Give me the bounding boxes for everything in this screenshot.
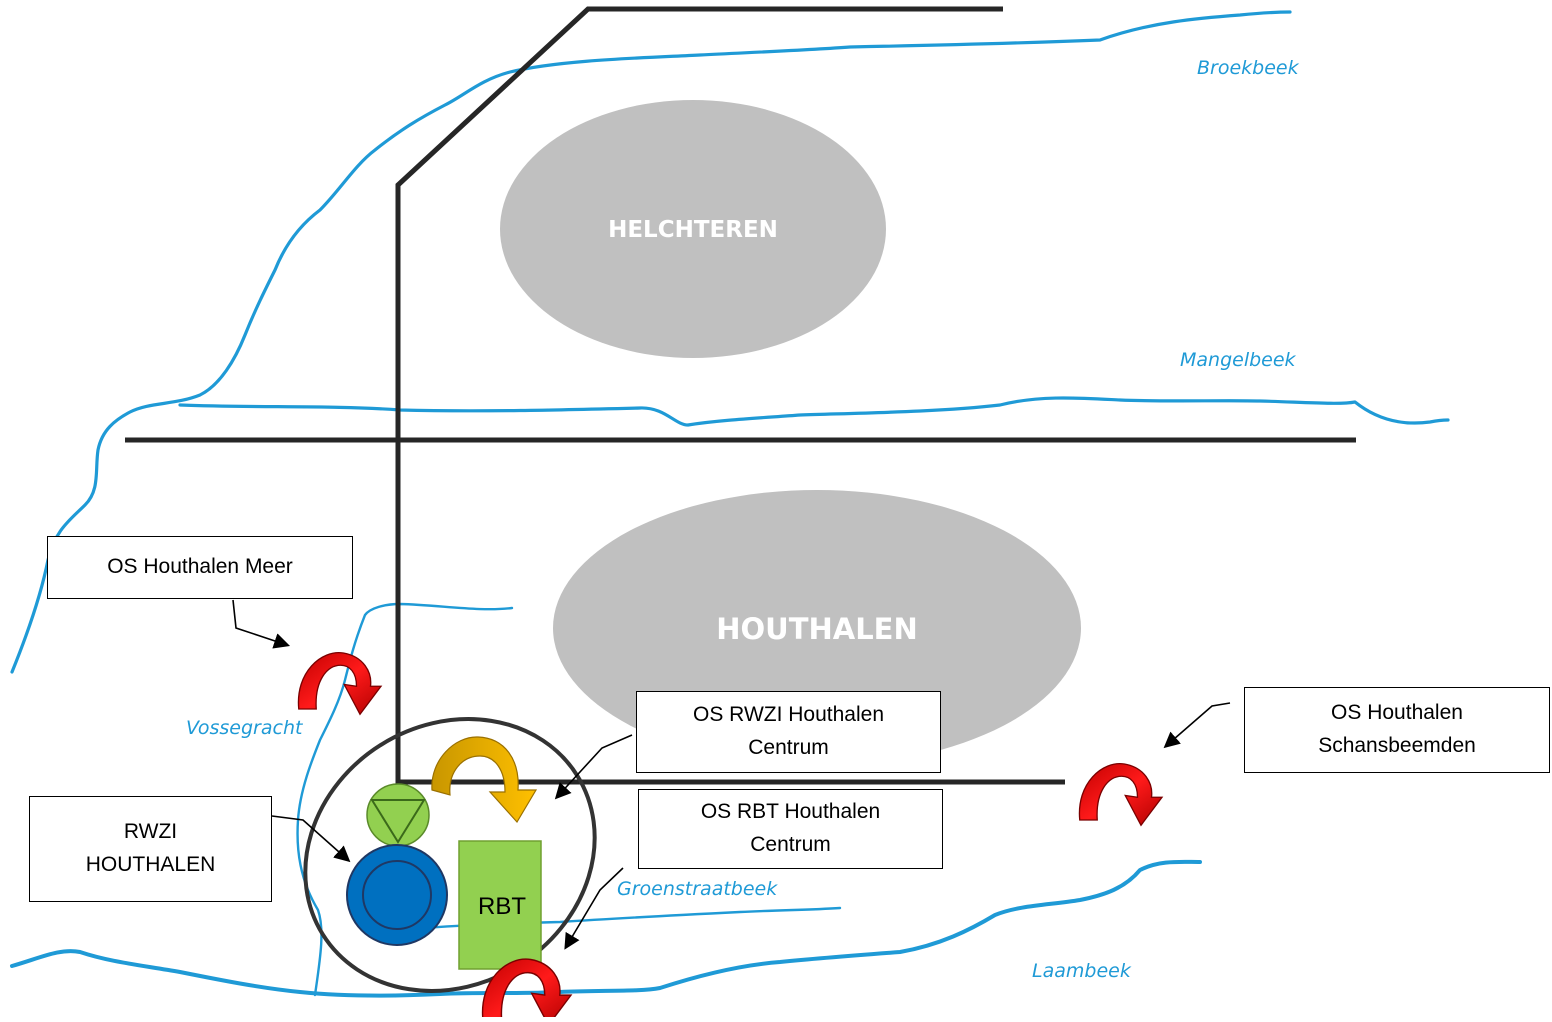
pump-icon [366, 783, 430, 847]
helchteren-area [500, 100, 886, 358]
leader-schansbeemden [1163, 702, 1231, 749]
callout-os-rwzi-houthalen-centrum: OS RWZI Houthalen Centrum [636, 691, 941, 773]
mangelbeek-river [178, 396, 1450, 427]
clarifier-icon [346, 844, 448, 946]
rbt-tank [458, 840, 542, 970]
overflow-arrow-schansbeemden-icon [1078, 762, 1163, 827]
leader-os-rbt [564, 867, 624, 950]
river-label-broekbeek: Broekbeek [1197, 57, 1299, 79]
river-label-groenstraatbeek: Groenstraatbeek [617, 878, 778, 900]
sewer-main-diagonal [395, 6, 1065, 785]
pump-flow-arrow-icon [431, 736, 538, 824]
river-label-laambeek: Laambeek [1032, 960, 1131, 982]
leader-rwzi [271, 815, 351, 863]
city-label-houthalen: HOUTHALEN [716, 612, 918, 646]
river-label-vossegracht: Vossegracht [186, 717, 303, 739]
river-label-mangelbeek: Mangelbeek [1180, 349, 1296, 371]
callout-os-houthalen-meer: OS Houthalen Meer [47, 536, 353, 599]
leader-os-rwzi [554, 734, 633, 800]
overflow-arrow-meer-icon [297, 651, 382, 716]
rwzi-boundary [303, 717, 597, 993]
broekbeek-river [10, 10, 1292, 674]
callout-os-houthalen-schansbeemden: OS Houthalen Schansbeemden [1244, 687, 1550, 773]
callout-os-rbt-houthalen-centrum: OS RBT Houthalen Centrum [638, 789, 943, 869]
callout-rwzi-houthalen: RWZI HOUTHALEN [29, 796, 272, 902]
city-label-helchteren: HELCHTEREN [608, 217, 778, 243]
leader-meer [232, 599, 291, 649]
laambeek-river [10, 859, 1202, 998]
rbt-label: RBT [478, 893, 526, 920]
